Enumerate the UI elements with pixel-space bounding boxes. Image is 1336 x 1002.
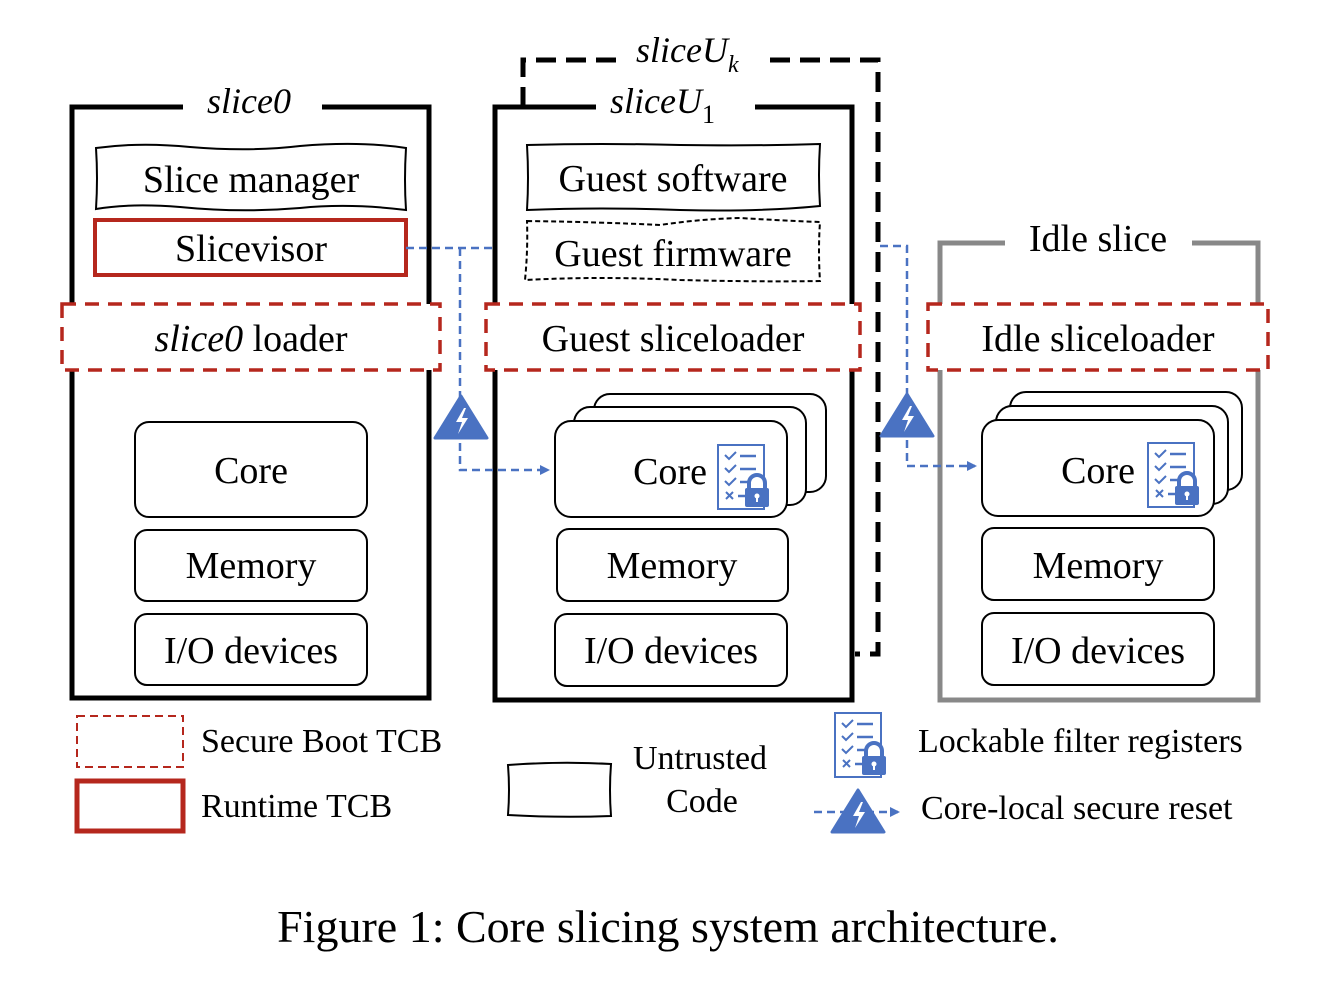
guest-sliceloader-box	[484, 302, 862, 372]
slicevisor-box	[93, 218, 408, 277]
idle-memory-label: Memory	[1033, 545, 1164, 587]
legend-secure-boot-label: Secure Boot TCB	[201, 723, 442, 760]
legend: Secure Boot TCB Runtime TCB Untrusted Co…	[74, 711, 1243, 834]
legend-untrusted-label-2: Code	[666, 783, 738, 820]
slice0-memory-box	[134, 529, 368, 602]
slice0-core-box	[134, 421, 368, 518]
lockable-filter-registers-icon	[1146, 441, 1201, 509]
idle-io-box	[981, 612, 1215, 686]
legend-untrusted-label-1: Untrusted	[633, 740, 767, 777]
slicevisor-label: Slicevisor	[175, 228, 327, 270]
legend-runtime-swatch	[74, 778, 186, 834]
lockable-filter-registers-icon	[716, 443, 771, 511]
slice0-loader-label: slice0 loader	[154, 318, 347, 360]
legend-untrusted-swatch	[506, 761, 613, 818]
slice0-container: slice0 Slice manager Slicevisor slice0 l…	[60, 81, 442, 701]
slice0-memory-label: Memory	[186, 545, 317, 587]
legend-reset-icon	[830, 788, 886, 834]
secure-reset-icon	[433, 394, 489, 440]
sliceU1-border	[492, 104, 855, 703]
slice0-title: slice0	[207, 81, 291, 121]
idle-sliceloader-label: Idle sliceloader	[981, 318, 1215, 360]
guest-firmware-label: Guest firmware	[554, 233, 791, 275]
slice0-io-box	[134, 613, 368, 686]
slice0-border	[69, 104, 432, 701]
legend-runtime-label: Runtime TCB	[201, 788, 392, 825]
architecture-diagram: slice0 Slice manager Slicevisor slice0 l…	[60, 30, 1270, 834]
legend-reset-label: Core-local secure reset	[921, 790, 1233, 827]
guest-software-label: Guest software	[559, 158, 788, 200]
secure-reset-path-1	[406, 246, 548, 470]
guest-sliceloader-label: Guest sliceloader	[542, 318, 805, 360]
slice0-core-label: Core	[214, 450, 288, 492]
idle-slice-border	[937, 240, 1261, 703]
idle-core-label: Core	[1061, 450, 1135, 492]
secure-reset-path-2	[879, 244, 977, 471]
legend-lockable-icon	[833, 711, 888, 779]
sliceU-io-label: I/O devices	[584, 630, 758, 672]
guest-software-box	[525, 142, 822, 212]
sliceU-core-label: Core	[633, 451, 707, 493]
sliceU1-title: sliceU1	[610, 81, 715, 129]
slice-manager-box	[94, 142, 408, 212]
idle-io-label: I/O devices	[1011, 630, 1185, 672]
slice0-loader-box	[60, 302, 442, 372]
sliceU-memory-box	[556, 528, 789, 602]
idle-sliceloader-box	[926, 302, 1270, 372]
idle-memory-box	[981, 527, 1215, 601]
sliceUk-border	[520, 57, 881, 657]
figure-caption: Figure 1: Core slicing system architectu…	[277, 901, 1059, 952]
idle-slice-container: Idle slice Idle sliceloader Core Memory …	[926, 218, 1270, 703]
secure-reset-icon	[879, 392, 935, 438]
guest-firmware-box	[523, 216, 822, 283]
sliceU1-container: sliceU1 Guest software Guest firmware Gu…	[484, 81, 862, 703]
slice-manager-label: Slice manager	[143, 159, 360, 201]
sliceUk-title: sliceUk	[636, 30, 739, 78]
sliceU-io-box	[554, 613, 788, 687]
slice0-io-label: I/O devices	[164, 630, 338, 672]
idle-slice-title: Idle slice	[1029, 218, 1167, 260]
sliceU-memory-label: Memory	[607, 545, 738, 587]
legend-secure-boot-swatch	[76, 715, 184, 768]
legend-lockable-label: Lockable filter registers	[918, 723, 1243, 760]
